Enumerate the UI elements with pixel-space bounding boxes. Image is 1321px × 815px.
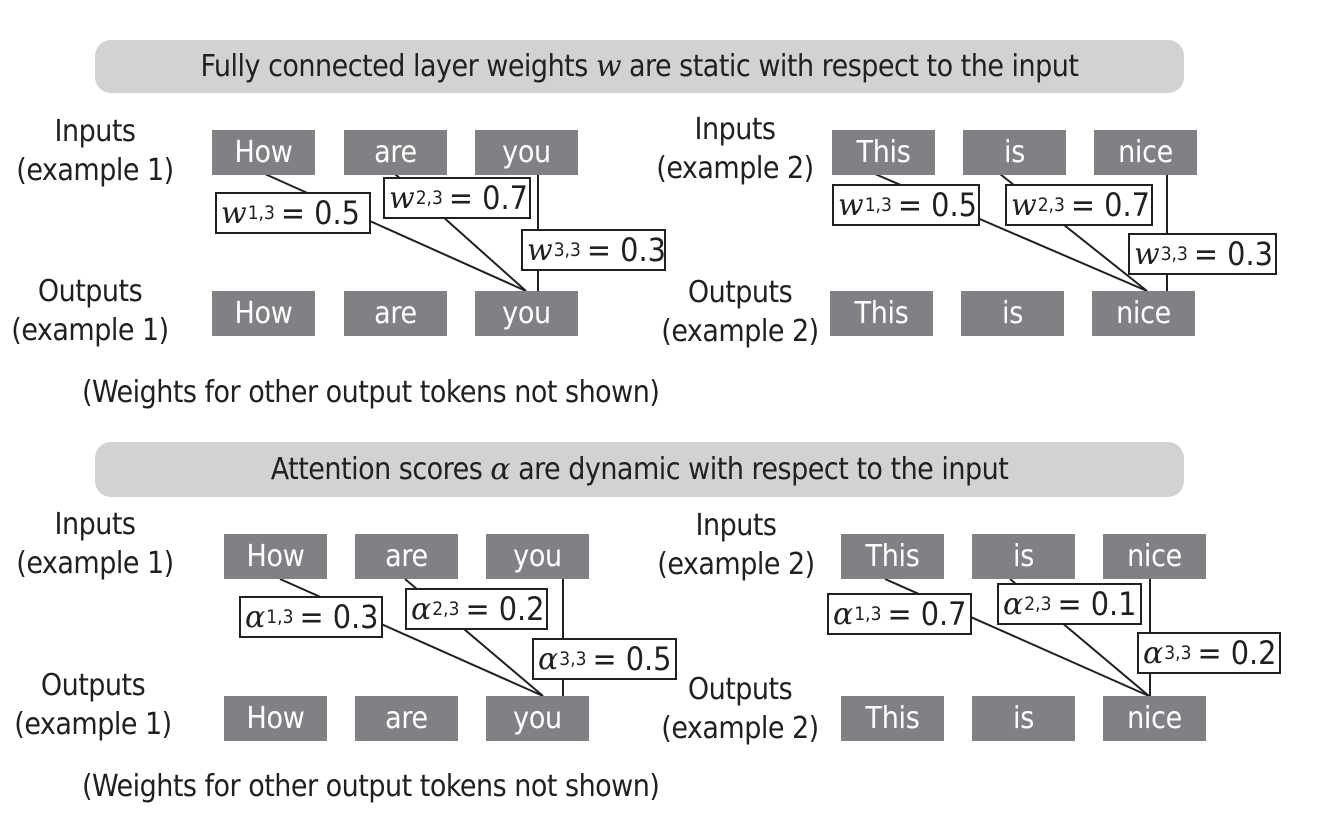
output-token: are — [355, 696, 458, 741]
input-token: you — [475, 130, 578, 175]
input-token: How — [212, 130, 315, 175]
output-token: How — [224, 696, 327, 741]
input-token: How — [224, 534, 327, 579]
input-token: is — [963, 130, 1066, 175]
footnote: (Weights for other output tokens not sho… — [82, 769, 660, 804]
input-token: are — [344, 130, 447, 175]
output-token: This — [830, 291, 933, 336]
output-token: is — [961, 291, 1064, 336]
banner-text-after: are static with respect to the input — [629, 49, 1079, 84]
banner-symbol: α — [490, 452, 511, 487]
panel-2-banner: Attention scores α are dynamic with resp… — [95, 442, 1184, 497]
output-token: How — [212, 291, 315, 336]
input-label: Inputs (example 2) — [656, 112, 814, 186]
output-label: Outputs (example 1) — [11, 274, 169, 348]
input-token: nice — [1094, 130, 1197, 175]
input-label: Inputs (example 1) — [16, 114, 174, 188]
input-token: you — [486, 534, 589, 579]
output-token: nice — [1092, 291, 1195, 336]
output-token: This — [841, 696, 944, 741]
output-token: is — [972, 696, 1075, 741]
banner-text-after: are dynamic with respect to the input — [518, 452, 1009, 487]
banner-symbol: w — [595, 49, 622, 84]
input-token: This — [841, 534, 944, 579]
output-label: Outputs (example 2) — [661, 275, 819, 349]
output-token: you — [475, 291, 578, 336]
input-token: is — [972, 534, 1075, 579]
input-label: Inputs (example 1) — [16, 507, 174, 581]
footnote: (Weights for other output tokens not sho… — [82, 375, 660, 410]
output-token: nice — [1103, 696, 1206, 741]
output-token: you — [486, 696, 589, 741]
input-token: are — [355, 534, 458, 579]
output-label: Outputs (example 2) — [661, 672, 819, 746]
input-token: This — [832, 130, 935, 175]
banner-text-before: Attention scores — [270, 452, 483, 487]
panel-1-banner: Fully connected layer weights w are stat… — [95, 40, 1184, 93]
output-label: Outputs (example 1) — [14, 668, 172, 742]
output-token: are — [344, 291, 447, 336]
input-label: Inputs (example 2) — [657, 508, 815, 582]
banner-text-before: Fully connected layer weights — [200, 49, 589, 84]
input-token: nice — [1103, 534, 1206, 579]
